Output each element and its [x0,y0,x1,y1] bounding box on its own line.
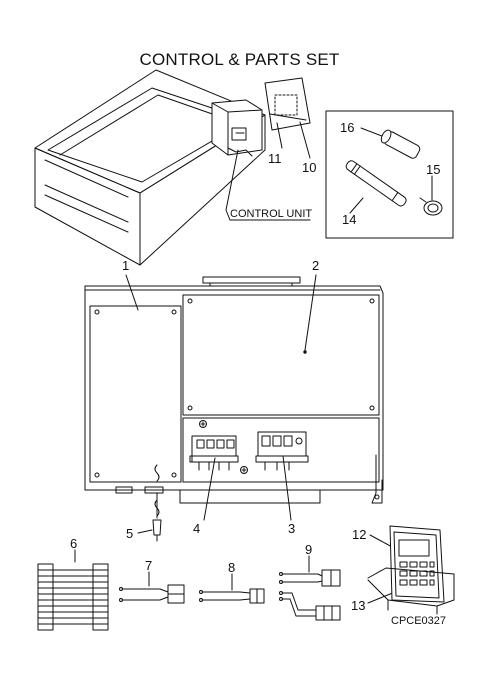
callout-1: 1 [122,258,130,273]
callout-2: 2 [312,258,320,273]
part-10-11-drawing [264,77,311,159]
control-unit-label: CONTROL UNIT [230,208,313,220]
part-6-drawing [37,563,109,631]
callout-9: 9 [305,542,313,557]
part-7-drawing [119,584,185,604]
callout-15: 15 [426,162,441,177]
leader-lines [74,274,401,604]
callout-10: 10 [302,160,317,175]
part-12-13-drawing [367,525,455,615]
callout-16: 16 [340,120,355,135]
callout-11: 11 [268,151,282,166]
control-panel-drawing [84,276,384,542]
diagram-title: CONTROL & PARTS SET [139,50,340,69]
indoor-unit-drawing [34,69,266,266]
callout-13: 13 [351,598,366,613]
callout-12: 12 [352,527,367,542]
callout-4: 4 [193,521,201,536]
callout-7: 7 [145,558,153,573]
inset-parts-box [325,110,454,239]
callout-6: 6 [70,536,78,551]
part-8-drawing [199,588,265,604]
callout-5: 5 [126,526,134,541]
callout-3: 3 [288,521,296,536]
figure-code: CPCE0327 [391,615,447,627]
part-9-drawing [279,569,341,621]
callout-14: 14 [342,212,357,227]
callout-8: 8 [228,560,236,575]
control-box-drawing [211,99,263,157]
